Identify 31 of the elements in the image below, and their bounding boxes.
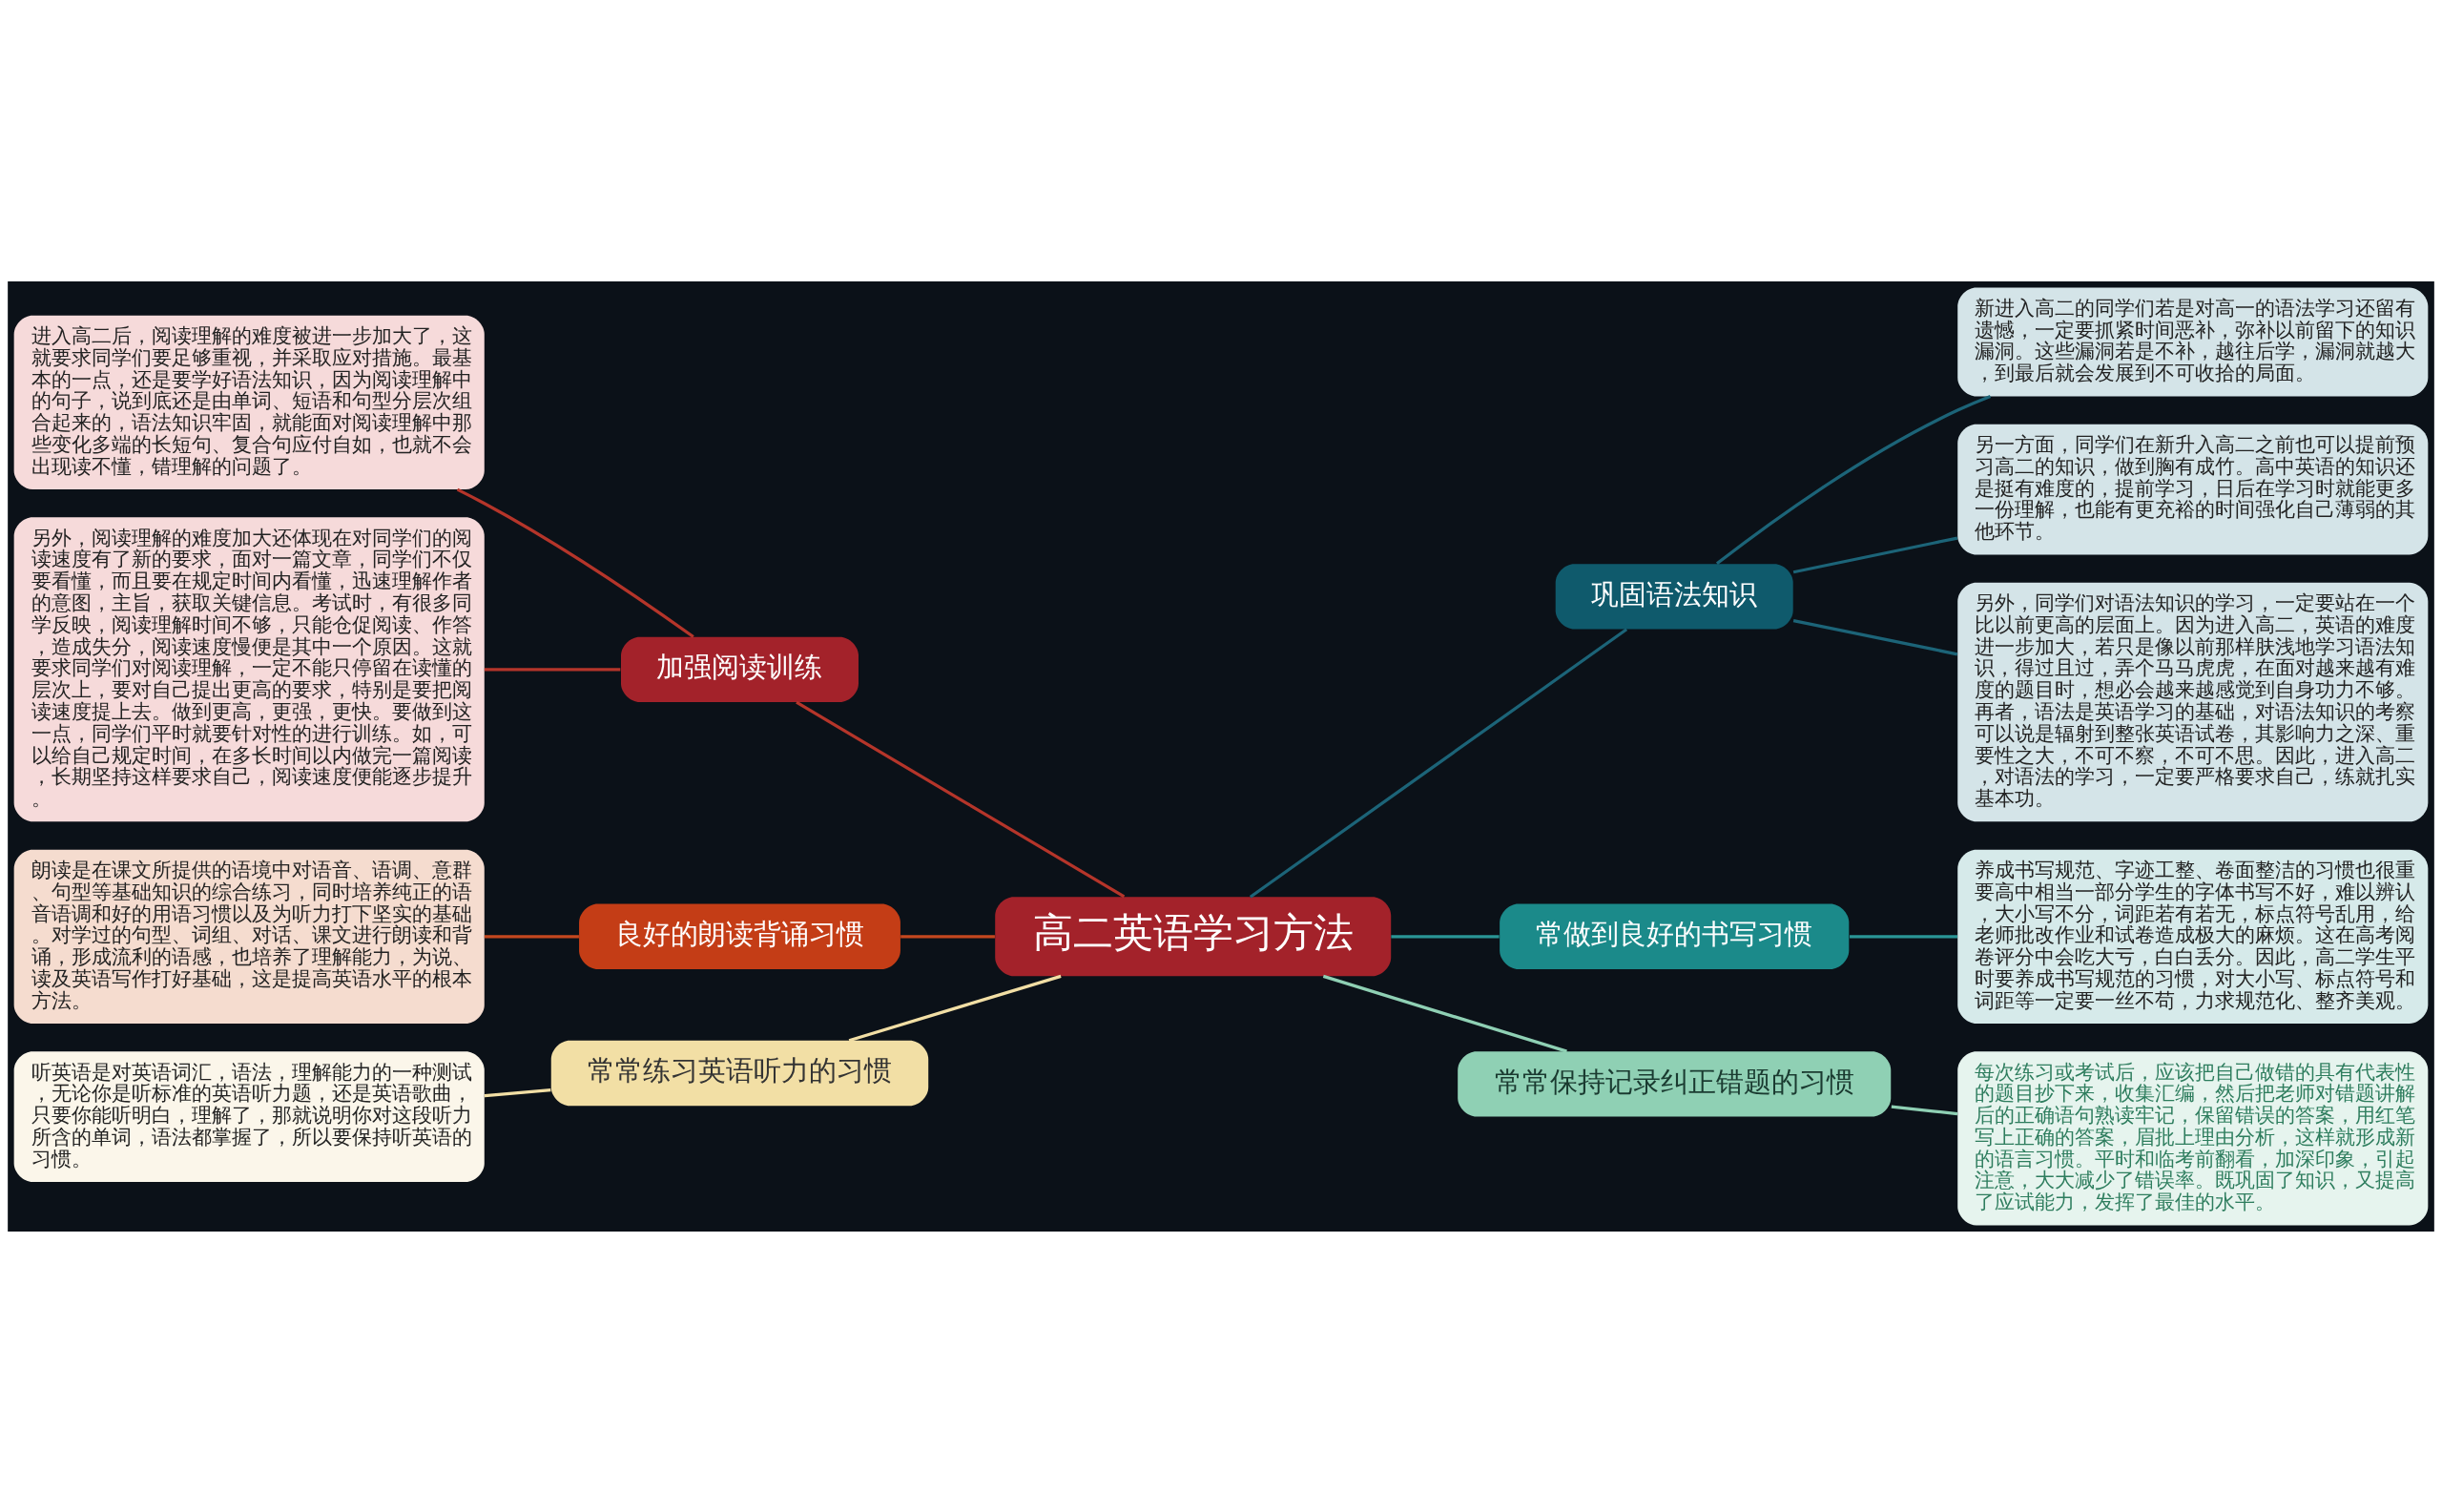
connector — [1391, 934, 1500, 938]
connector — [1322, 974, 1567, 1053]
node-box: 良好的朗读背诵习惯 — [579, 903, 900, 969]
node-box: 巩固语法知识 — [1555, 563, 1793, 630]
connector — [900, 934, 995, 938]
node-box: 另一方面，同学们在新升入高二之前也可以提前预习高二的知识，做到胸有成竹。高中英语的知识还是挺有难度的，提前学习，日后在学习时就能更多一份理解，也能有更充裕的时间强化自己薄弱的其他环节。 — [1957, 424, 2429, 554]
connector — [1715, 394, 1992, 565]
connector — [796, 700, 1126, 898]
connector — [484, 934, 579, 938]
node-box: 常常练习英语听力的习惯 — [550, 1040, 929, 1106]
node-box: 另外，阅读理解的难度加大还体现在对同学们的阅读速度有了新的要求，面对一篇文章，同学们不仅要看懂，而且要在规定时间内看懂，迅速理解作者的意图，主旨，获取关键信息。考试时，有很多同学反映，阅读理解时间不够，只能仓促阅读、作答，造成失分，阅读速度慢便是其中一个原因。这就要求同学们对阅读理解，一定不能只停留在读懂的层次上，要对自己提出更高的要求，特别是要把阅读速度提上去。做到更高，更强，更快。要做到这一点，同学们平时就要针对性的进行训练。如，可以给自己规定时间，在多长时间以内做完一篇阅读，长期坚持这样要求自己，阅读速度便能逐步提升。 — [13, 516, 485, 821]
connector — [848, 974, 1062, 1042]
node-box: 养成书写规范、字迹工整、卷面整洁的习惯也很重要高中相当一部分学生的字体书写不好，难以辨认，大小写不分，词距若有若无，标点符号乱用，给老师批改作业和试卷造成极大的麻烦。这在高考阅卷评分中会吃大亏，白白丢分。因此，高二学生平时要养成书写规范的习惯，对大小写、标点符号和词距等一定要一丝不苟，力求规范化、整齐美观。 — [1957, 849, 2429, 1024]
connector — [1792, 535, 1958, 573]
node-box: 常常保持记录纠正错题的习惯 — [1458, 1050, 1892, 1117]
node-box: 另外，同学们对语法知识的学习，一定要站在一个比以前更高的层面上。因为进入高二，英语的难度进一步加大，若只是像以前那样肤浅地学习语法知识，得过且过，弄个马马虎虎，在面对越来越有难度的题目时，想必会越来越感觉到自身功力不够。再者，语法是英语学习的基础，对语法知识的考察可以说是辐射到整张英语试卷，其影响力之深、重要性之大，不可不察，不可不思。因此，进入高二，对语法的学习，一定要严格要求自己，练就扎实基本功。 — [1957, 582, 2429, 821]
connector — [1891, 1105, 1958, 1115]
node-box: 听英语是对英语词汇，语法，理解能力的一种测试，无论你是听标准的英语听力题，还是英语歌曲，只要你能听明白，理解了，那就说明你对这段听力所含的单词，语法都掌握了，所以要保持听英语的习惯。 — [13, 1050, 485, 1182]
node-box: 每次练习或考试后，应该把自己做错的具有代表性的题目抄下来，收集汇编，然后把老师对错题讲解后的正确语句熟读牢记，保留错误的答案，用红笔写上正确的答案，眉批上理由分析，这样就形成新的语言习惯。平时和临考前翻看，加深印象，引起注意，大大减少了错误率。既巩固了知识，又提高了应试能力，发挥了最佳的水平。 — [1957, 1050, 2429, 1225]
node-box: 加强阅读训练 — [621, 636, 859, 702]
connector — [1249, 627, 1628, 899]
node-box: 高二英语学习方法 — [995, 896, 1392, 976]
connector — [1792, 618, 1958, 655]
connector — [456, 487, 694, 638]
connector — [484, 667, 621, 671]
connector — [484, 1087, 551, 1097]
node-box: 常做到良好的书写习惯 — [1500, 903, 1850, 969]
node-box: 朗读是在课文所提供的语境中对语音、语调、意群、句型等基础知识的综合练习，同时培养纯正的语音语调和好的用语习惯以及为听力打下坚实的基础。对学过的句型、词组、对话、课文进行朗读和背诵，形成流利的语感，也培养了理解能力，为说、读及英语写作打好基础，这是提高英语水平的根本方法。 — [13, 849, 485, 1024]
connector — [1850, 934, 1957, 938]
node-box: 进入高二后，阅读理解的难度被进一步加大了，这就要求同学们要足够重视，并采取应对措施。最基本的一点，还是要学好语法知识，因为阅读理解中的句子，说到底还是由单词、短语和句型分层次组合起来的，语法知识牢固，就能面对阅读理解中那些变化多端的长短句、复合句应付自如，也就不会出现读不懂，错理解的问题了。 — [13, 315, 485, 489]
node-box: 新进入高二的同学们若是对高一的语法学习还留有遗憾，一定要抓紧时间恶补，弥补以前留下的知识漏洞。这些漏洞若是不补，越往后学，漏洞就越大，到最后就会发展到不可收拾的局面。 — [1957, 287, 2429, 396]
